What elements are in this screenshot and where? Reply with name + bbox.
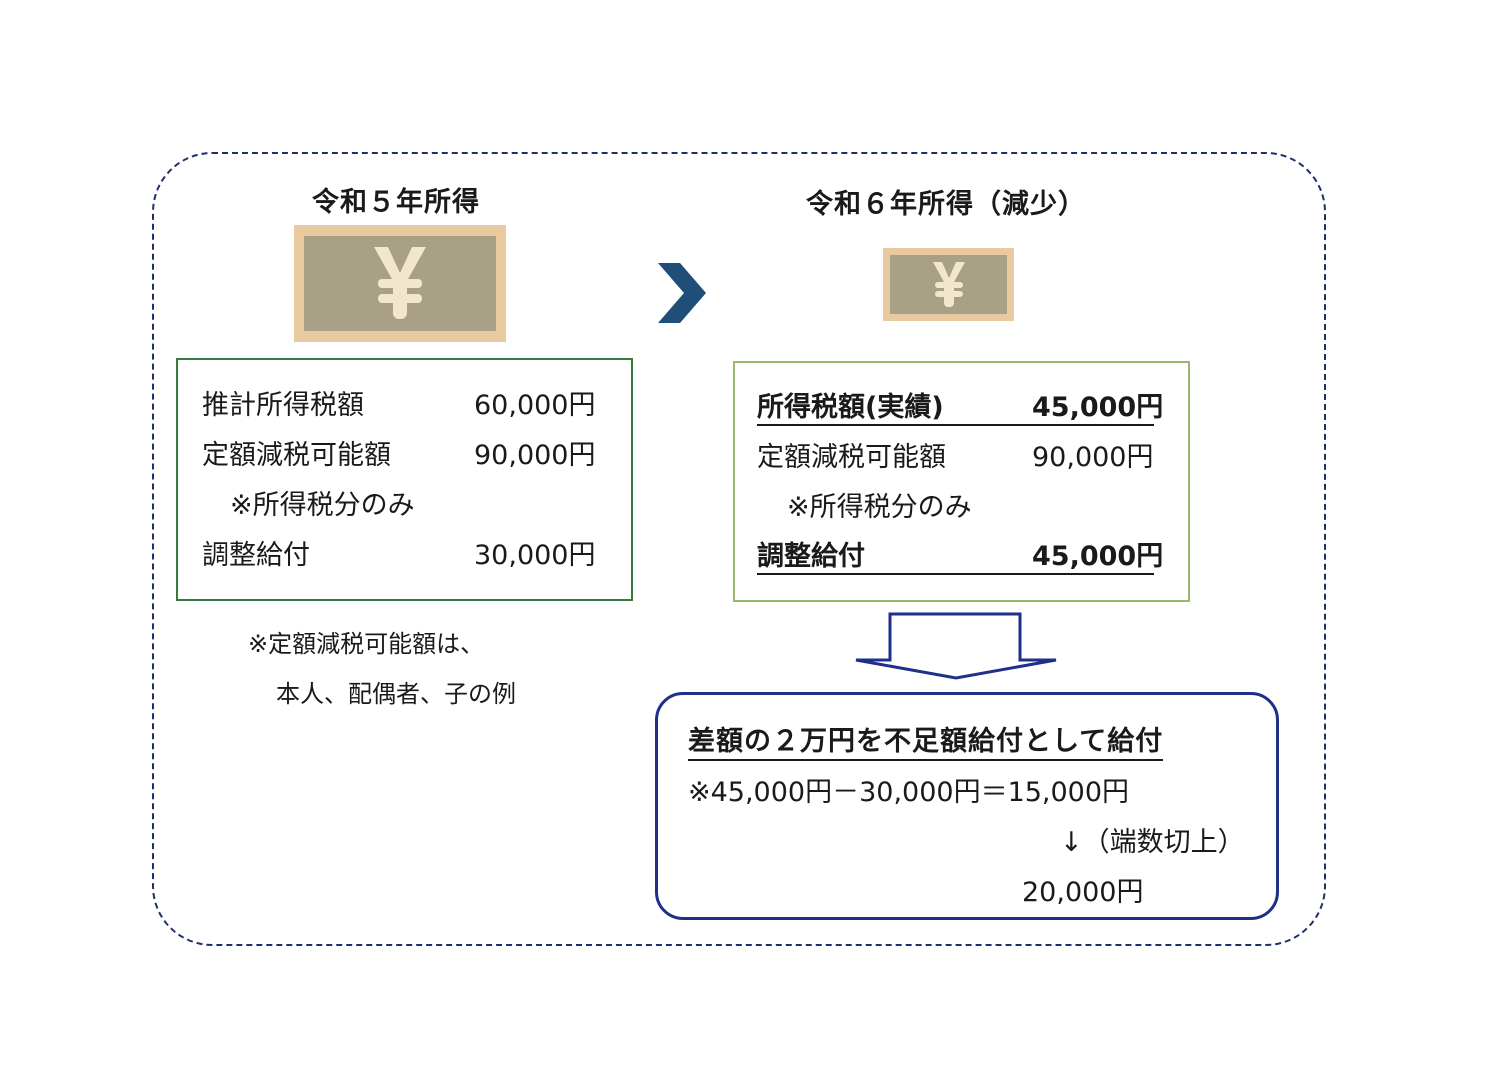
row-value: 45,000円 (1032, 392, 1164, 423)
result-calculation: ※45,000円－30,000円＝15,000円 (688, 777, 1130, 808)
row-label: ※所得税分のみ (787, 492, 972, 523)
yen-bill-icon (294, 225, 506, 342)
row-label: 定額減税可能額 (202, 440, 391, 471)
dashed-frame (152, 152, 1326, 946)
right-row-note: ※所得税分のみ (787, 491, 1187, 525)
row-value: 90,000円 (474, 440, 596, 471)
right-row-flat-tax-reduction: 定額減税可能額 90,000円 (757, 441, 1157, 475)
row-underline (757, 424, 1154, 426)
footnote-line-1: ※定額減税可能額は、 (248, 630, 485, 658)
row-value: 30,000円 (474, 540, 596, 571)
row-label: ※所得税分のみ (230, 490, 415, 521)
row-value: 60,000円 (474, 390, 596, 421)
right-row-adjustment-benefit: 調整給付 45,000円 (757, 540, 1163, 575)
left-row-note: ※所得税分のみ (230, 489, 630, 523)
result-headline: 差額の２万円を不足額給付として給付 (688, 719, 1164, 761)
yen-symbol (933, 262, 965, 307)
row-label: 所得税額(実績) (757, 392, 944, 423)
right-row-actual-tax: 所得税額(実績) 45,000円 (757, 391, 1163, 426)
right-year-title: 令和６年所得（減少） (806, 189, 1086, 220)
row-value: 45,000円 (1032, 541, 1164, 572)
footnote-line-2: 本人、配偶者、子の例 (276, 680, 516, 708)
row-value: 90,000円 (1032, 442, 1154, 473)
yen-bill-icon (883, 248, 1014, 321)
left-row-flat-tax-reduction: 定額減税可能額 90,000円 (202, 439, 602, 473)
right-income-box: 所得税額(実績) 45,000円 定額減税可能額 90,000円 ※所得税分のみ… (733, 361, 1190, 602)
row-label: 定額減税可能額 (757, 442, 946, 473)
row-underline (757, 573, 1154, 575)
shortfall-benefit-box: 差額の２万円を不足額給付として給付 ※45,000円－30,000円＝15,00… (655, 692, 1279, 920)
row-label: 調整給付 (202, 540, 310, 571)
left-income-box: 推計所得税額 60,000円 定額減税可能額 90,000円 ※所得税分のみ 調… (176, 358, 633, 601)
down-arrow-icon (855, 612, 1057, 680)
chevron-right-icon (658, 263, 706, 323)
left-row-adjustment-benefit: 調整給付 30,000円 (202, 539, 602, 573)
row-label: 調整給付 (757, 541, 865, 572)
result-amount: 20,000円 (1022, 877, 1144, 908)
left-row-estimated-tax: 推計所得税額 60,000円 (202, 389, 602, 423)
yen-symbol (374, 247, 426, 319)
row-label: 推計所得税額 (202, 390, 364, 421)
left-year-title: 令和５年所得 (312, 187, 480, 218)
result-rounding-note: ↓（端数切上） (1060, 827, 1245, 858)
